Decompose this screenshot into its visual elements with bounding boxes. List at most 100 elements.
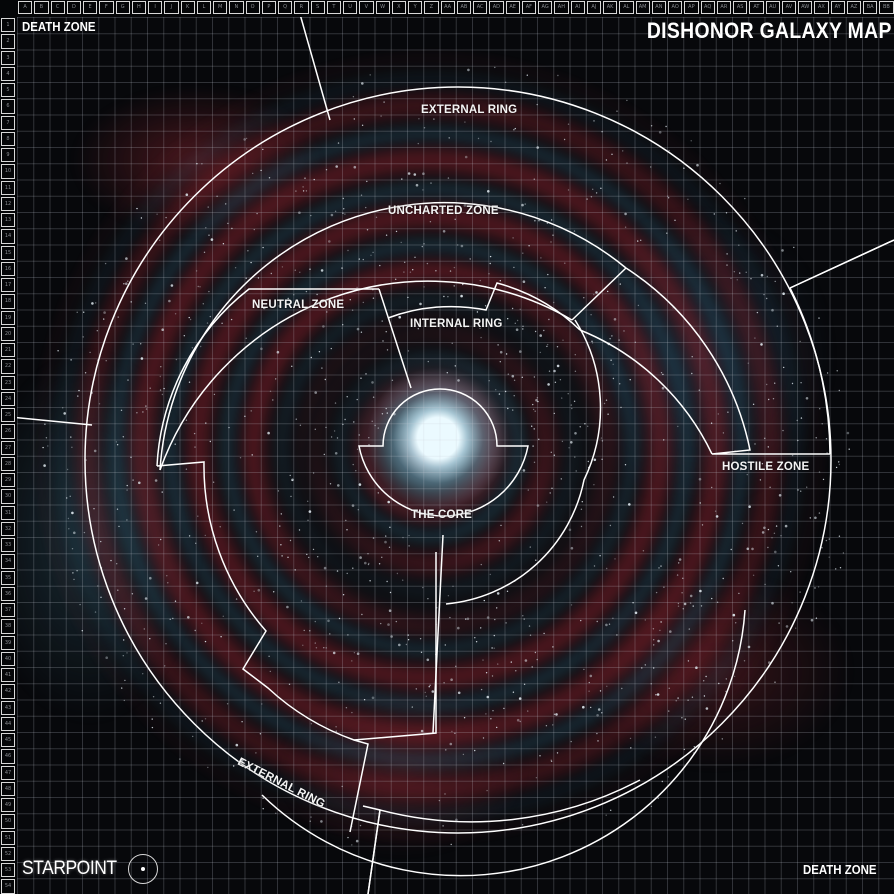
neutral-zone-boundary — [156, 288, 437, 741]
death-zone-spoke-right — [789, 239, 894, 289]
core-boundary — [358, 388, 529, 517]
row-label: 6 — [1, 99, 15, 114]
column-label: Y — [408, 1, 423, 14]
starpoint-brand: STARPOINT — [22, 854, 158, 884]
column-label: H — [131, 1, 146, 14]
column-label: AZ — [846, 1, 861, 14]
row-label: 46 — [1, 749, 15, 764]
row-label: 52 — [1, 846, 15, 861]
row-label: 27 — [1, 440, 15, 455]
row-label: 44 — [1, 716, 15, 731]
column-label: L — [196, 1, 211, 14]
column-label: U — [343, 1, 358, 14]
row-label: 23 — [1, 375, 15, 390]
zone-label-uncharted-zone[interactable]: UNCHARTED ZONE — [388, 205, 499, 217]
column-label: BB — [879, 1, 894, 14]
row-label: 36 — [1, 586, 15, 601]
row-label: 13 — [1, 213, 15, 228]
row-label: 49 — [1, 798, 15, 813]
row-label: 12 — [1, 196, 15, 211]
column-label: P — [261, 1, 276, 14]
death-zone-label-top: DEATH ZONE — [22, 19, 96, 34]
death-zone-spoke-top — [295, 0, 331, 121]
row-label: 14 — [1, 229, 15, 244]
row-label: 43 — [1, 700, 15, 715]
row-label: 8 — [1, 131, 15, 146]
zone-label-hostile-zone[interactable]: HOSTILE ZONE — [722, 461, 810, 473]
column-label: AB — [456, 1, 471, 14]
row-label: 16 — [1, 261, 15, 276]
column-label: AW — [798, 1, 813, 14]
zone-label-external-ring[interactable]: EXTERNAL RING — [421, 104, 518, 116]
column-label: W — [375, 1, 390, 14]
column-label: T — [326, 1, 341, 14]
column-label: AN — [651, 1, 666, 14]
column-label: X — [391, 1, 406, 14]
column-label: M — [213, 1, 228, 14]
row-label: 9 — [1, 148, 15, 163]
row-label: 11 — [1, 180, 15, 195]
row-label: 38 — [1, 619, 15, 634]
row-label: 42 — [1, 684, 15, 699]
column-label: E — [83, 1, 98, 14]
column-label: A — [18, 1, 33, 14]
core-divider — [432, 534, 444, 734]
internal-ring-boundary — [387, 282, 602, 605]
row-label: 48 — [1, 781, 15, 796]
column-label: AV — [781, 1, 796, 14]
column-label: AE — [505, 1, 520, 14]
column-label: AI — [570, 1, 585, 14]
row-label: 24 — [1, 391, 15, 406]
column-label: S — [310, 1, 325, 14]
row-label: 37 — [1, 603, 15, 618]
column-label: F — [99, 1, 114, 14]
column-label: Q — [278, 1, 293, 14]
row-label: 20 — [1, 326, 15, 341]
row-label: 54 — [1, 879, 15, 894]
row-label: 25 — [1, 408, 15, 423]
external-ring-boundary — [84, 86, 832, 834]
column-label: I — [148, 1, 163, 14]
column-label: N — [229, 1, 244, 14]
column-label: AU — [765, 1, 780, 14]
column-label: AL — [619, 1, 634, 14]
column-label: AK — [603, 1, 618, 14]
column-label: G — [115, 1, 130, 14]
column-label: AS — [733, 1, 748, 14]
row-label: 40 — [1, 651, 15, 666]
column-label: BA — [863, 1, 878, 14]
row-label: 15 — [1, 245, 15, 260]
hostile-zone-boundary — [571, 239, 894, 455]
row-label: 29 — [1, 473, 15, 488]
row-label: 47 — [1, 765, 15, 780]
zone-label-internal-ring[interactable]: INTERNAL RING — [410, 318, 503, 330]
brand-name: STARPOINT — [22, 858, 117, 879]
column-label: AJ — [586, 1, 601, 14]
column-label: AT — [749, 1, 764, 14]
row-label: 32 — [1, 521, 15, 536]
row-label: 45 — [1, 733, 15, 748]
row-label: 21 — [1, 343, 15, 358]
row-label: 39 — [1, 635, 15, 650]
zone-label-neutral-zone[interactable]: NEUTRAL ZONE — [252, 299, 345, 311]
external-ring-lower-boundary — [349, 739, 641, 894]
row-label: 28 — [1, 456, 15, 471]
column-label: AH — [554, 1, 569, 14]
row-label: 5 — [1, 83, 15, 98]
row-label: 30 — [1, 489, 15, 504]
zone-label-the-core[interactable]: THE CORE — [411, 509, 473, 521]
uncharted-arc-full — [159, 201, 627, 471]
row-label: 19 — [1, 310, 15, 325]
row-label: 7 — [1, 115, 15, 130]
row-label: 1 — [1, 18, 15, 33]
column-label: J — [164, 1, 179, 14]
row-label: 10 — [1, 164, 15, 179]
column-label: AY — [830, 1, 845, 14]
row-label: 50 — [1, 814, 15, 829]
column-label: AP — [684, 1, 699, 14]
